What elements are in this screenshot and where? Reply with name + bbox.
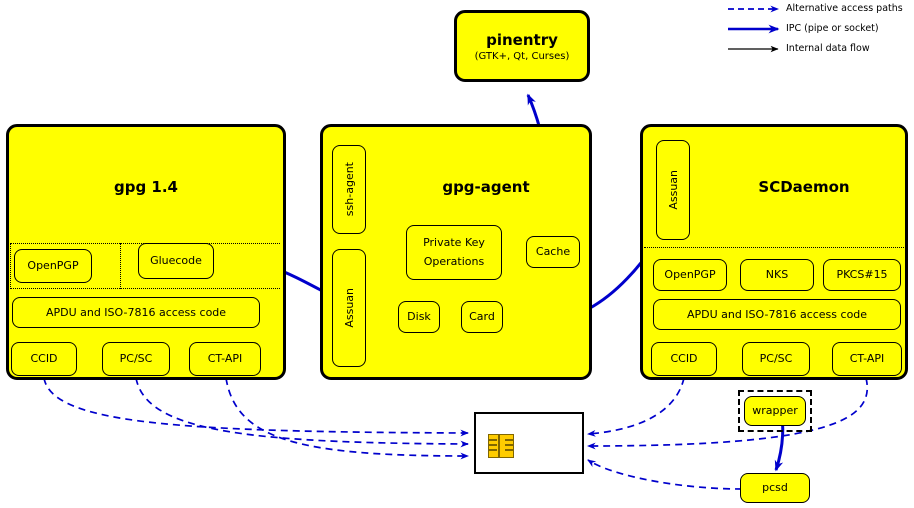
gpg-agent-ssh-agent-box[interactable]: ssh-agent: [332, 145, 366, 234]
pinentry-subtitle: (GTK+, Qt, Curses): [474, 50, 570, 62]
gpg-driver-ccid[interactable]: CCID: [11, 342, 77, 376]
scdaemon-app-openpgp-label: OpenPGP: [664, 268, 716, 282]
pcsd-label: pcsd: [762, 481, 788, 495]
gpg-agent-cache-box[interactable]: Cache: [526, 236, 580, 268]
gpg-openpgp-box[interactable]: OpenPGP: [14, 249, 92, 283]
legend-label-ipc: IPC (pipe or socket): [786, 23, 879, 34]
scdaemon-apdu-label: APDU and ISO-7816 access code: [686, 307, 868, 321]
gpg-apdu-label: APDU and ISO-7816 access code: [45, 305, 227, 319]
alt-scd-ccid-to-card: [587, 377, 685, 437]
scdaemon-app-pkcs15-label: PKCS#15: [836, 268, 888, 282]
scdaemon-assuan-label: Assuan: [666, 170, 680, 210]
scdaemon-app-separator: [644, 247, 904, 248]
pinentry-title: pinentry: [486, 30, 558, 49]
scdaemon-driver-ccid-label: CCID: [670, 352, 698, 366]
gpg-title: gpg 1.4: [113, 178, 178, 196]
scdaemon-driver-pcsc-label: PC/SC: [759, 352, 793, 366]
wrapper-dashed-region: [738, 390, 812, 432]
gpg-openpgp-label: OpenPGP: [27, 259, 79, 273]
gpg-driver-ctapi[interactable]: CT-API: [189, 342, 261, 376]
scdaemon-driver-ctapi-label: CT-API: [849, 352, 885, 366]
scdaemon-app-pkcs15[interactable]: PKCS#15: [823, 259, 901, 291]
smart-card-chip: [488, 434, 514, 458]
pko-label-line1: Private Key: [423, 236, 485, 250]
scdaemon-title: SCDaemon: [758, 178, 850, 196]
private-key-operations-box[interactable]: Private Key Operations: [406, 225, 502, 280]
gpg-agent-cache-label: Cache: [535, 245, 571, 259]
pko-label-line2: Operations: [423, 255, 485, 268]
scdaemon-driver-ccid[interactable]: CCID: [651, 342, 717, 376]
legend-label-internal: Internal data flow: [786, 43, 870, 54]
pinentry-box[interactable]: pinentry (GTK+, Qt, Curses): [454, 10, 590, 82]
wrapper-label: wrapper: [752, 404, 798, 418]
gpg-driver-pcsc-label: PC/SC: [119, 352, 153, 366]
gpg-agent-card-label: Card: [469, 310, 495, 324]
gpg-driver-ctapi-label: CT-API: [207, 352, 243, 366]
smart-card[interactable]: [474, 412, 584, 474]
gpg-gluecode-label: Gluecode: [150, 254, 202, 268]
scdaemon-app-openpgp[interactable]: OpenPGP: [653, 259, 727, 291]
gpg-agent-disk-box[interactable]: Disk: [398, 301, 440, 333]
legend-label-alt: Alternative access paths: [786, 3, 903, 14]
gpg-agent-card-box[interactable]: Card: [461, 301, 503, 333]
gpg-agent-title: gpg-agent: [442, 178, 530, 196]
pcsd-box[interactable]: pcsd: [740, 473, 810, 503]
scdaemon-apdu-box[interactable]: APDU and ISO-7816 access code: [653, 299, 901, 330]
alt-pcsd-to-card: [587, 459, 743, 490]
scdaemon-app-nks[interactable]: NKS: [740, 259, 814, 291]
scdaemon-app-nks-label: NKS: [765, 268, 789, 282]
gpg-agent-disk-label: Disk: [407, 310, 431, 324]
gpg-openpgp-dotted-step: [120, 243, 122, 289]
alt-scd-ctapi-to-card: [586, 377, 868, 450]
gpg-agent-assuan-box[interactable]: Assuan: [332, 249, 366, 367]
gpg-agent-assuan-label: Assuan: [342, 288, 356, 328]
wrapper-box[interactable]: wrapper: [744, 396, 806, 426]
scdaemon-driver-ctapi[interactable]: CT-API: [832, 342, 902, 376]
gpg-driver-pcsc[interactable]: PC/SC: [102, 342, 170, 376]
gpg-driver-ccid-label: CCID: [30, 352, 58, 366]
gpg-agent-ssh-agent-label: ssh-agent: [342, 162, 356, 217]
alt-gpg-ccid-to-card: [43, 377, 469, 437]
gpg-gluecode-box[interactable]: Gluecode: [138, 243, 214, 279]
gpg-apdu-box[interactable]: APDU and ISO-7816 access code: [12, 297, 260, 328]
scdaemon-driver-pcsc[interactable]: PC/SC: [742, 342, 810, 376]
alt-gpg-pcsc-to-card: [135, 377, 469, 448]
scdaemon-assuan-box[interactable]: Assuan: [656, 140, 690, 240]
